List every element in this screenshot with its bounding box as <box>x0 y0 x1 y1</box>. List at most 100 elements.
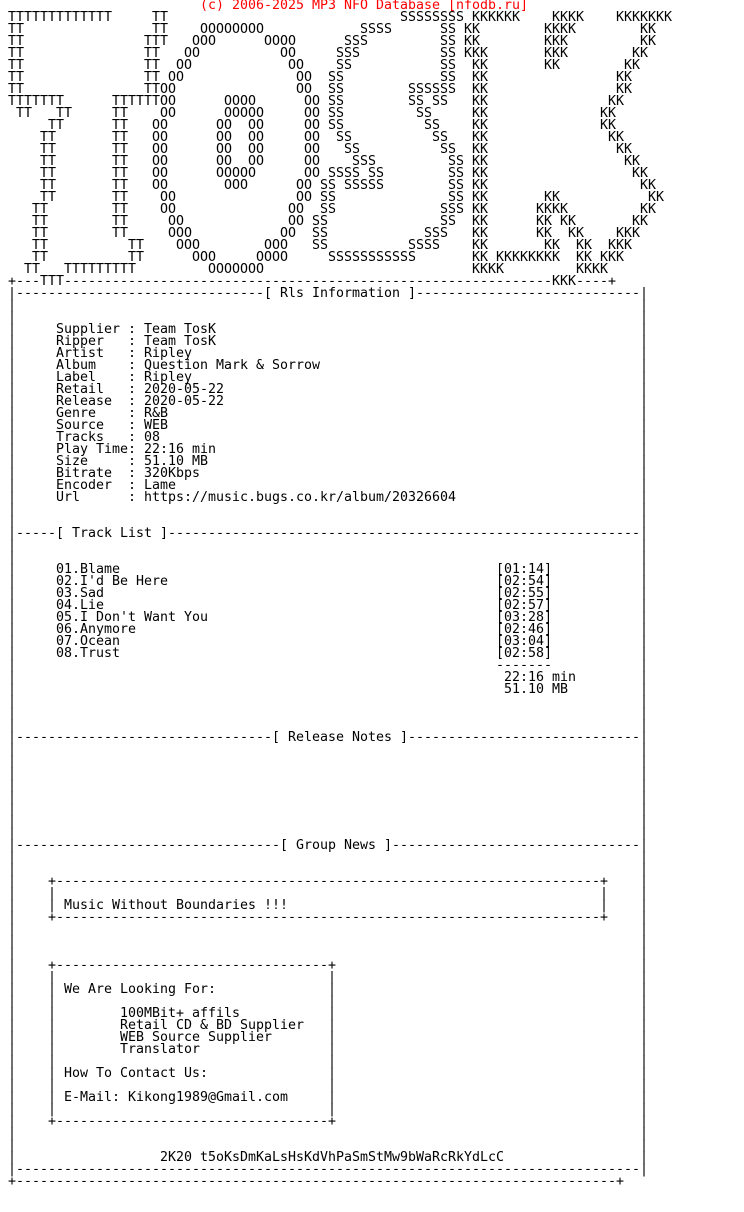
logo-art-line: TT TT OO OO SS SS KK KK KK <box>0 58 640 73</box>
info-field-encoder: | Encoder : Lame | <box>0 478 648 493</box>
info-field-url: | Url : https://music.bugs.co.kr/album/2… <box>0 490 648 505</box>
recruit-box-top: | +----------------------------------+ | <box>0 958 648 973</box>
frame-inner-bottom: |---------------------------------------… <box>0 1162 648 1177</box>
blank-line: | | <box>0 814 648 829</box>
logo-art-line: TTTTTTTTTTTTT TT SSSSSSSS KKKKKK KKKK KK… <box>0 10 673 25</box>
logo-art-line: TT TT OO OO SS SSS KK KKKK KK <box>0 202 657 217</box>
group-signature: | 2K20 t5oKsDmKaLsHsKdVhPaSmStMw9bWaRcRk… <box>0 1150 648 1165</box>
frame-top-border: +---TTT---------------------------------… <box>0 274 617 289</box>
blank-line: | | <box>0 550 648 565</box>
track-row: | 01.Blame [01:14] | <box>0 562 648 577</box>
logo-art-line: TT TT OO OO OO OO SSS SS KK KK <box>0 154 640 169</box>
track-row: | 05.I Don't Want You [03:28] | <box>0 610 648 625</box>
recruit-box-bottom: | +----------------------------------+ | <box>0 1114 648 1129</box>
logo-art-line: TT TT OO OO SS SS KK KK <box>0 70 633 85</box>
recruit-box-blank: | | | | <box>0 1054 648 1069</box>
track-total-size: | 51.10 MB | <box>0 682 648 697</box>
blank-line: | | <box>0 754 648 769</box>
track-row: | 08.Trust [02:58] | <box>0 646 648 661</box>
logo-art-line: TT TT OO OO SS SS KK KK KK KK <box>0 214 648 229</box>
info-field-play-time: | Play Time: 22:16 min | <box>0 442 648 457</box>
logo-art-line: TT TT OOO OOOO SSSSSSSSSSS KK KKKKKKKK K… <box>0 250 624 265</box>
info-field-retail: | Retail : 2020-05-22 | <box>0 382 648 397</box>
logo-art-line: TT TTT OOO OOOO SSS SS KK KKK KK <box>0 34 657 49</box>
track-row: | 03.Sad [02:55] | <box>0 586 648 601</box>
logo-art-line: TT TT OO OO SSS SS KKK KKK KK <box>0 46 648 61</box>
blank-line: | | <box>0 766 648 781</box>
section-header-rls-information: |-------------------------------[ Rls In… <box>0 286 648 301</box>
slogan-box-bottom: | +-------------------------------------… <box>0 910 648 925</box>
track-row: | 02.I'd Be Here [02:54] | <box>0 574 648 589</box>
info-field-label: | Label : Ripley | <box>0 370 648 385</box>
blank-line: | | <box>0 826 648 841</box>
logo-art-line: TT TT OO OOOOO OO SSSS SS SS KK KK <box>0 166 648 181</box>
slogan-box-top: | +-------------------------------------… <box>0 874 648 889</box>
logo-art-line: TT TTTTTTTTT OOOOOOO KKKK KKKK <box>0 262 609 277</box>
recruit-box-blank: | | | | <box>0 970 648 985</box>
track-row: | 07.Ocean [03:04] | <box>0 634 648 649</box>
contact-heading: | | How To Contact Us: | | <box>0 1066 648 1081</box>
logo-art-line: TT TTOO OO SS SSSSSS KK KK <box>0 82 633 97</box>
logo-art-line: TT TT OO OO SS SS KK KK KK <box>0 190 664 205</box>
section-header-release-notes: |--------------------------------[ Relea… <box>0 730 648 745</box>
blank-line: | | <box>0 922 648 937</box>
section-header-group-news: |---------------------------------[ Grou… <box>0 838 648 853</box>
track-row: | 04.Lie [02:57] | <box>0 598 648 613</box>
info-field-album: | Album : Question Mark & Sorrow | <box>0 358 648 373</box>
blank-line: | | <box>0 934 648 949</box>
looking-for-heading: | | We Are Looking For: | | <box>0 982 648 997</box>
info-field-size: | Size : 51.10 MB | <box>0 454 648 469</box>
frame-bottom-border: +---------------------------------------… <box>0 1174 624 1189</box>
blank-line: | | <box>0 718 648 733</box>
blank-line: | | <box>0 778 648 793</box>
logo-art-line: TT TT TT OO OOOOO OO SS SS KK KK <box>0 106 617 121</box>
contact-email[interactable]: | | E-Mail: Kikong1989@Gmail.com | | <box>0 1090 648 1105</box>
blank-line: | | <box>0 790 648 805</box>
blank-line: | | <box>0 310 648 325</box>
blank-line: | | <box>0 946 648 961</box>
logo-art-line: TT TT OO OO OO OO SS SS KK KK <box>0 142 633 157</box>
blank-line: | | <box>0 538 648 553</box>
blank-line: | | <box>0 862 648 877</box>
blank-line: | | <box>0 706 648 721</box>
slogan-text: | | Music Without Boundaries !!! | | <box>0 898 648 913</box>
blank-line: | | <box>0 502 648 517</box>
blank-line: | | <box>0 694 648 709</box>
info-field-supplier: | Supplier : Team TosK | <box>0 322 648 337</box>
info-field-release: | Release : 2020-05-22 | <box>0 394 648 409</box>
logo-art-line: TTTTTTT TTTTTTOO OOOO OO SS SS SS KK KK <box>0 94 624 109</box>
section-header-track-list: |-----[ Track List ]--------------------… <box>0 526 648 541</box>
blank-line: | | <box>0 742 648 757</box>
info-field-ripper: | Ripper : Team TosK | <box>0 334 648 349</box>
blank-line: | | <box>0 298 648 313</box>
looking-for-item: | | Retail CD & BD Supplier | | <box>0 1018 648 1033</box>
recruit-box-blank: | | | | <box>0 994 648 1009</box>
logo-art-line: TT TT OO OOO OO SS SSSSS SS KK KK <box>0 178 657 193</box>
logo-art-line: TT TT OO OO OO OO SS SS KK KK <box>0 130 624 145</box>
nfo-document: (c) 2006-2025 MP3 NFO Database [nfodb.ru… <box>0 0 673 1189</box>
track-total-time: | 22:16 min | <box>0 670 648 685</box>
info-field-source: | Source : WEB | <box>0 418 648 433</box>
track-row: | 06.Anymore [02:46] | <box>0 622 648 637</box>
blank-line: | | <box>0 802 648 817</box>
looking-for-item: | | WEB Source Supplier | | <box>0 1030 648 1045</box>
info-field-genre: | Genre : R&B | <box>0 406 648 421</box>
logo-art-line: TT TT OOO OO SS SSS KK KK KK KKK <box>0 226 640 241</box>
info-field-artist: | Artist : Ripley | <box>0 346 648 361</box>
slogan-box-blank: | | | | <box>0 886 648 901</box>
info-field-tracks: | Tracks : 08 | <box>0 430 648 445</box>
blank-line: | | <box>0 850 648 865</box>
track-total-separator: | ------- | <box>0 658 648 673</box>
credit-line: (c) 2006-2025 MP3 NFO Database [nfodb.ru… <box>0 0 528 13</box>
logo-art-line: TT TT OOOOOOOO SSSS SS KK KKKK KK <box>0 22 657 37</box>
looking-for-item: | | Translator | | <box>0 1042 648 1057</box>
blank-line: | | <box>0 1126 648 1141</box>
logo-art-line: TT TT OO OO OO OO SS SS KK KK <box>0 118 617 133</box>
blank-line: | | <box>0 1138 648 1153</box>
recruit-box-blank: | | | | <box>0 1078 648 1093</box>
recruit-box-blank: | | | | <box>0 1102 648 1117</box>
logo-art-line: TT TT OOO OOO SS SSSS KK KK KK KKK <box>0 238 633 253</box>
looking-for-item: | | 100MBit+ affils | | <box>0 1006 648 1021</box>
blank-line: | | <box>0 514 648 529</box>
info-field-bitrate: | Bitrate : 320Kbps | <box>0 466 648 481</box>
